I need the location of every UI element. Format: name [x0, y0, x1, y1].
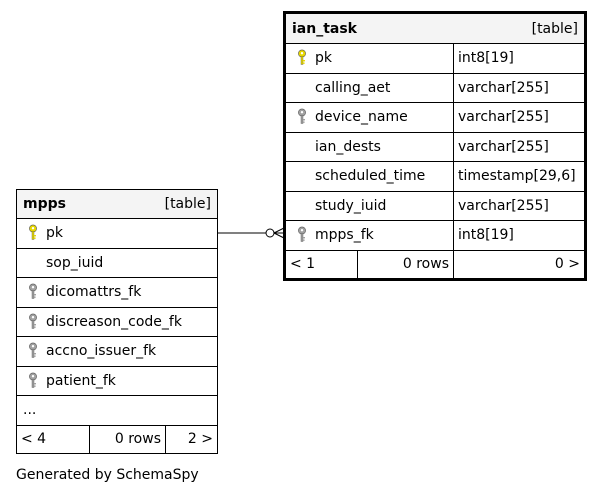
column-row[interactable]: accno_issuer_fk	[17, 337, 217, 367]
column-name-cell: accno_issuer_fk	[17, 337, 217, 366]
blank-icon	[23, 253, 43, 273]
column-row[interactable]: pk	[17, 219, 217, 249]
column-type: varchar[255]	[453, 73, 584, 102]
column-type: varchar[255]	[453, 103, 584, 132]
column-name-cell: study_iuid	[286, 192, 453, 221]
column-name: device_name	[315, 109, 408, 126]
column-name-cell: pk	[17, 219, 217, 248]
foreign-key-icon	[292, 225, 312, 245]
column-name-cell: ...	[17, 396, 217, 425]
entity-name: mpps	[23, 196, 66, 212]
foreign-key-icon	[292, 107, 312, 127]
column-name-cell: mpps_fk	[286, 221, 453, 250]
foreign-key-icon	[23, 282, 43, 302]
entity-header: ian_task [table]	[286, 14, 584, 44]
blank-icon	[292, 78, 312, 98]
entity-footer: < 1 0 rows 0 >	[286, 250, 584, 278]
row-count: 0 rows	[357, 250, 453, 278]
column-row[interactable]: ian_dests varchar[255]	[286, 132, 584, 162]
column-name-cell: sop_iuid	[17, 249, 217, 278]
column-name: pk	[46, 225, 63, 242]
column-row[interactable]: sop_iuid	[17, 249, 217, 278]
entity-header: mpps [table]	[17, 190, 217, 219]
column-name: mpps_fk	[315, 227, 374, 244]
column-list: pk sop_iuid dicomattrs_fk discreason_code_f…	[17, 219, 217, 426]
column-name-cell: calling_aet	[286, 74, 453, 103]
column-name-cell: patient_fk	[17, 367, 217, 396]
column-row[interactable]: dicomattrs_fk	[17, 278, 217, 308]
entity-name: ian_task	[292, 20, 357, 37]
column-name: scheduled_time	[315, 168, 426, 185]
column-type: int8[19]	[453, 221, 584, 250]
primary-key-icon	[23, 223, 43, 243]
column-name-cell: pk	[286, 44, 453, 73]
column-type: varchar[255]	[453, 132, 584, 161]
column-name-cell: dicomattrs_fk	[17, 278, 217, 307]
column-name: sop_iuid	[46, 254, 104, 271]
generated-by-label: Generated by SchemaSpy	[16, 467, 199, 483]
column-row[interactable]: patient_fk	[17, 367, 217, 396]
column-name-cell: scheduled_time	[286, 162, 453, 191]
column-name-cell: discreason_code_fk	[17, 308, 217, 337]
column-name: patient_fk	[46, 372, 116, 389]
foreign-key-icon	[23, 371, 43, 391]
column-name: dicomattrs_fk	[46, 284, 142, 301]
primary-key-icon	[292, 48, 312, 68]
column-name: pk	[315, 50, 332, 67]
column-name: discreason_code_fk	[46, 313, 182, 330]
blank-icon	[292, 166, 312, 186]
column-row[interactable]: scheduled_time timestamp[29,6]	[286, 162, 584, 192]
parents-count[interactable]: < 1	[290, 256, 316, 272]
column-type: varchar[255]	[453, 191, 584, 220]
column-row[interactable]: device_name varchar[255]	[286, 103, 584, 133]
parents-count[interactable]: < 4	[21, 431, 47, 447]
column-type: timestamp[29,6]	[453, 162, 584, 191]
children-count[interactable]: 2 >	[165, 425, 217, 453]
column-name: study_iuid	[315, 197, 387, 214]
column-row[interactable]: pk int8[19]	[286, 44, 584, 74]
column-name: ...	[23, 402, 37, 419]
column-row[interactable]: study_iuid varchar[255]	[286, 191, 584, 221]
column-name: ian_dests	[315, 138, 381, 155]
column-type: int8[19]	[453, 44, 584, 73]
children-count[interactable]: 0 >	[453, 250, 584, 278]
blank-icon	[292, 137, 312, 157]
column-row[interactable]: mpps_fk int8[19]	[286, 221, 584, 251]
entity-kind: [table]	[164, 196, 211, 212]
entity-footer: < 4 0 rows 2 >	[17, 425, 217, 453]
relationship-optional-circle	[265, 228, 275, 238]
row-count: 0 rows	[89, 425, 165, 453]
column-name-cell: ian_dests	[286, 133, 453, 162]
column-row[interactable]: discreason_code_fk	[17, 308, 217, 337]
foreign-key-icon	[23, 312, 43, 332]
entity-kind: [table]	[531, 20, 578, 37]
blank-icon	[292, 196, 312, 216]
foreign-key-icon	[23, 341, 43, 361]
column-row[interactable]: ...	[17, 396, 217, 426]
column-name-cell: device_name	[286, 103, 453, 132]
column-row[interactable]: calling_aet varchar[255]	[286, 73, 584, 103]
column-name: calling_aet	[315, 79, 391, 96]
column-name: accno_issuer_fk	[46, 343, 157, 360]
